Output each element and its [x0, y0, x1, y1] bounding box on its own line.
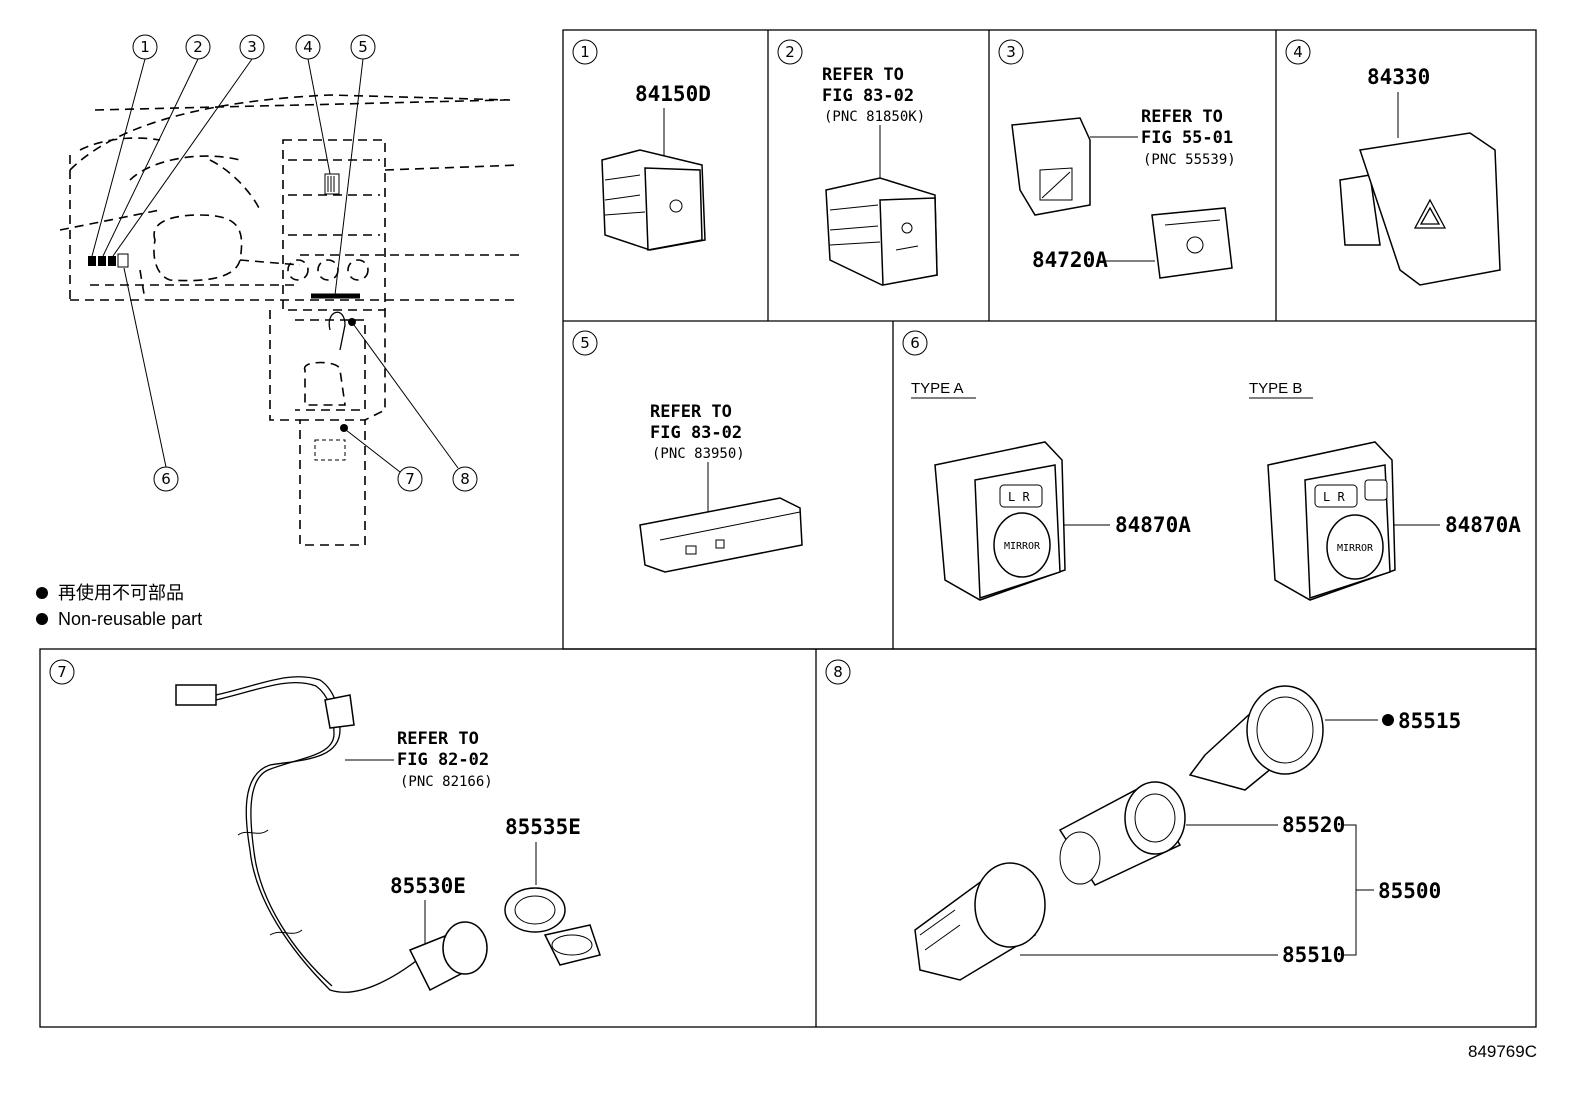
part-84330: 84330 — [1367, 65, 1430, 89]
panel-5-ref-line1: REFER TO — [650, 402, 732, 422]
socket-cap-drawing — [504, 887, 601, 966]
legend: 再使用不可部品 Non-reusable part — [36, 583, 202, 629]
mirror-switch-type-b: L R MIRROR — [1267, 441, 1396, 601]
passenger-indicator-drawing — [639, 497, 803, 573]
fog-switch-drawing — [601, 149, 706, 251]
part-85535E: 85535E — [505, 815, 581, 839]
legend-jp: 再使用不可部品 — [58, 583, 184, 603]
panel-3-ref-line2: FIG 55-01 — [1141, 128, 1233, 148]
bracket-drawing — [1011, 117, 1091, 216]
panel-2: 2 REFER TO FIG 83-02 (PNC 81850K) — [777, 39, 938, 286]
lr-label-b: L R — [1323, 490, 1345, 504]
part-85510: 85510 — [1282, 943, 1345, 967]
power-socket-drawing — [408, 921, 488, 992]
part-84870A-type-b: 84870A — [1445, 513, 1521, 537]
panel-1-number: 1 — [580, 43, 590, 61]
non-reusable-marker — [1382, 714, 1394, 726]
panel-7: 7 REFER TO FIG 82-02 (PNC 82166) 85530E … — [49, 659, 601, 993]
mirror-label-a: MIRROR — [1004, 541, 1041, 552]
panel-3-pnc: (PNC 55539) — [1143, 152, 1236, 168]
panel-8-number: 8 — [833, 663, 843, 681]
part-84720A: 84720A — [1032, 248, 1108, 272]
panel-frames — [39, 29, 1537, 1028]
part-84150D: 84150D — [635, 82, 711, 106]
callout-3: 3 — [247, 38, 257, 56]
panel-4: 4 84330 — [1285, 39, 1501, 286]
panel-2-ref-line2: FIG 83-02 — [822, 86, 914, 106]
legend-en: Non-reusable part — [58, 609, 202, 629]
callout-1: 1 — [140, 38, 150, 56]
panel-7-ref-line2: FIG 82-02 — [397, 750, 489, 770]
callout-6: 6 — [161, 470, 171, 488]
panel-2-ref-line1: REFER TO — [822, 65, 904, 85]
panel-5: 5 REFER TO FIG 83-02 (PNC 83950) — [572, 330, 803, 573]
type-a-label: TYPE A — [911, 380, 964, 397]
part-85500: 85500 — [1378, 879, 1441, 903]
type-b-label: TYPE B — [1249, 380, 1302, 397]
panel-3-number: 3 — [1006, 43, 1016, 61]
lighter-socket-drawing — [914, 862, 1046, 981]
dashboard-overview: 1 2 3 4 5 6 7 8 — [59, 34, 521, 546]
panel-2-number: 2 — [785, 43, 795, 61]
panel-6: 6 TYPE A TYPE B L R MIRROR 84870A L R MI… — [902, 330, 1521, 601]
hazard-switch-drawing — [1339, 132, 1501, 286]
panel-3: 3 REFER TO FIG 55-01 (PNC 55539) 84720A — [998, 39, 1236, 279]
callout-5: 5 — [358, 38, 368, 56]
panel-7-number: 7 — [57, 663, 67, 681]
callout-2: 2 — [193, 38, 203, 56]
mirror-label-b: MIRROR — [1337, 543, 1374, 554]
panel-7-ref-line1: REFER TO — [397, 729, 479, 749]
panel-7-pnc: (PNC 82166) — [400, 774, 493, 790]
panel-8: 8 85515 85520 85510 85500 — [825, 659, 1461, 981]
panel-4-number: 4 — [1293, 43, 1303, 61]
mirror-switch-type-a: L R MIRROR — [934, 441, 1066, 601]
panel-2-pnc: (PNC 81850K) — [824, 109, 925, 125]
part-85530E: 85530E — [390, 874, 466, 898]
switch-drawing-2 — [825, 177, 938, 286]
panel-1: 1 84150D — [572, 39, 711, 251]
figure-code: 849769C — [1468, 1042, 1537, 1061]
part-85520: 85520 — [1282, 813, 1345, 837]
panel-3-ref-line1: REFER TO — [1141, 107, 1223, 127]
cigarette-lighter-drawing — [1058, 781, 1186, 886]
callout-7: 7 — [405, 470, 415, 488]
part-84870A-type-a: 84870A — [1115, 513, 1191, 537]
callout-8: 8 — [460, 470, 470, 488]
panel-5-ref-line2: FIG 83-02 — [650, 423, 742, 443]
panel-5-pnc: (PNC 83950) — [652, 446, 745, 462]
unit-drawing — [1151, 207, 1233, 279]
lr-label-a: L R — [1008, 490, 1030, 504]
socket-housing-drawing — [1188, 685, 1324, 791]
part-85515: 85515 — [1398, 709, 1461, 733]
panel-5-number: 5 — [580, 334, 590, 352]
callout-4: 4 — [303, 38, 313, 56]
panel-6-number: 6 — [910, 334, 920, 352]
wire-harness-drawing — [175, 676, 431, 993]
